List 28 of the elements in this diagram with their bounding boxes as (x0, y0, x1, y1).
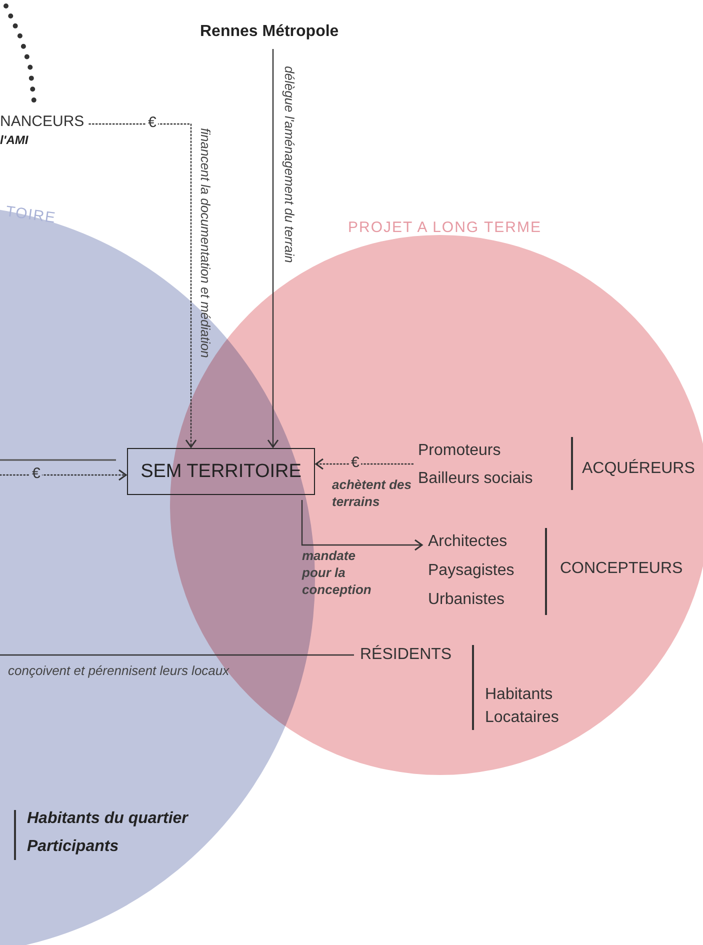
arrow (0, 469, 127, 481)
edge-label: achètent des terrains (332, 476, 412, 510)
entity-name: Paysagistes (428, 561, 514, 581)
group-label: CONCEPTEURS (560, 560, 683, 578)
entity-name: Bailleurs sociais (418, 469, 533, 489)
edge-label: conçoivent et pérennisent leurs locaux (8, 662, 230, 679)
edge-label: délègue l'aménagement du terrain (281, 66, 298, 263)
group-label: Locataires (485, 709, 559, 727)
entity-name: l'AMI (0, 132, 30, 148)
entity-name: Habitants du quartier (27, 809, 188, 829)
group-label: Habitants (485, 686, 553, 704)
entity-name: Architectes (428, 532, 508, 552)
entity-name: Urbanistes (428, 590, 506, 610)
arrow (315, 458, 414, 470)
region-title: TOIRE (4, 203, 58, 227)
arrow (267, 49, 279, 448)
arrow (301, 500, 423, 551)
entity-name: NANCEURS (0, 112, 84, 132)
region-title: PROJET A LONG TERME (348, 219, 542, 236)
entity-name: Promoteurs (418, 441, 502, 461)
entity-name: RÉSIDENTS (360, 644, 452, 665)
connector-line (0, 654, 354, 656)
entity-name: Participants (27, 837, 120, 857)
arrow (88, 123, 197, 448)
group-label: ACQUÉREURS (582, 460, 695, 478)
entity-name: Rennes Métropole (200, 22, 339, 42)
edge-label: financent la documentation et médiation (197, 128, 214, 358)
edge-label: mandate pour la conception (302, 547, 372, 598)
